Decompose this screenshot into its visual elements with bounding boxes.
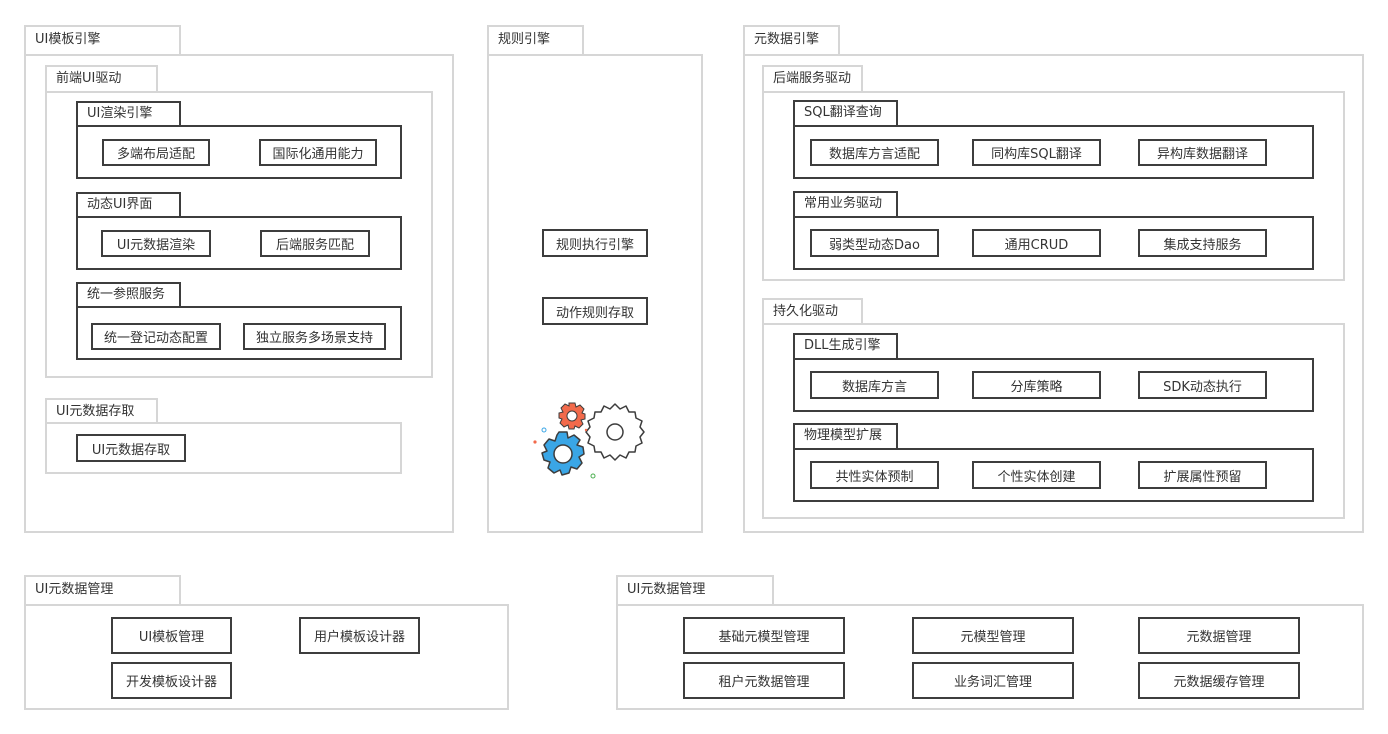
dynamic-ui-tab: 动态UI界面 bbox=[76, 192, 181, 218]
common-business-tab: 常用业务驱动 bbox=[793, 191, 898, 218]
ui-metadata-mgmt-left-panel bbox=[24, 604, 509, 710]
common-entity-item: 共性实体预制 bbox=[810, 461, 939, 489]
backend-service-driver-tab: 后端服务驱动 bbox=[762, 65, 863, 93]
unified-reference-tab: 统一参照服务 bbox=[76, 282, 181, 308]
custom-entity-item: 个性实体创建 bbox=[972, 461, 1101, 489]
green-dot-icon bbox=[590, 473, 596, 479]
frontend-ui-driver-tab: 前端UI驱动 bbox=[45, 65, 158, 93]
rule-engine-tab: 规则引擎 bbox=[487, 25, 584, 56]
homogeneous-sql-item: 同构库SQL翻译 bbox=[972, 139, 1101, 166]
ui-metadata-access-panel bbox=[45, 422, 402, 474]
blue-gear-icon bbox=[541, 431, 585, 476]
generic-crud-item: 通用CRUD bbox=[972, 229, 1101, 257]
ui-engine-tab: UI模板引擎 bbox=[24, 25, 181, 56]
unified-register-config-item: 统一登记动态配置 bbox=[91, 323, 221, 350]
user-template-designer-item: 用户模板设计器 bbox=[299, 617, 420, 654]
db-dialect-item: 数据库方言 bbox=[810, 371, 939, 399]
tenant-metadata-mgmt-item: 租户元数据管理 bbox=[683, 662, 845, 699]
db-dialect-adapt-item: 数据库方言适配 bbox=[810, 139, 939, 166]
base-metamodel-mgmt-item: 基础元模型管理 bbox=[683, 617, 845, 654]
sdk-dynamic-exec-item: SDK动态执行 bbox=[1138, 371, 1267, 399]
ui-metadata-access-item: UI元数据存取 bbox=[76, 434, 186, 462]
gears-icon bbox=[533, 402, 645, 479]
persistence-driver-tab: 持久化驱动 bbox=[762, 298, 863, 325]
ui-render-engine-tab: UI渲染引擎 bbox=[76, 101, 181, 127]
outline-gear-icon bbox=[585, 403, 645, 461]
rule-engine-panel bbox=[487, 54, 703, 533]
backend-service-match-item: 后端服务匹配 bbox=[260, 230, 370, 257]
blue-dot-icon bbox=[541, 427, 547, 433]
weak-type-dao-item: 弱类型动态Dao bbox=[810, 229, 939, 257]
rule-execution-engine-item: 规则执行引擎 bbox=[542, 229, 648, 257]
i18n-capability-item: 国际化通用能力 bbox=[259, 139, 377, 166]
small-dot-icon bbox=[584, 428, 588, 432]
ui-template-mgmt-item: UI模板管理 bbox=[111, 617, 232, 654]
integration-support-item: 集成支持服务 bbox=[1138, 229, 1267, 257]
ui-metadata-mgmt-left-tab: UI元数据管理 bbox=[24, 575, 181, 606]
independent-service-item: 独立服务多场景支持 bbox=[243, 323, 386, 350]
dev-template-designer-item: 开发模板设计器 bbox=[111, 662, 232, 699]
sql-translation-tab: SQL翻译查询 bbox=[793, 100, 898, 127]
red-dot-icon bbox=[533, 440, 537, 444]
physical-model-tab: 物理模型扩展 bbox=[793, 423, 898, 450]
multi-terminal-layout-item: 多端布局适配 bbox=[102, 139, 210, 166]
ui-metadata-access-tab: UI元数据存取 bbox=[45, 398, 158, 425]
action-rule-access-item: 动作规则存取 bbox=[542, 297, 648, 325]
metadata-engine-tab: 元数据引擎 bbox=[743, 25, 840, 56]
extend-attribute-item: 扩展属性预留 bbox=[1138, 461, 1267, 489]
sharding-strategy-item: 分库策略 bbox=[972, 371, 1101, 399]
red-gear-icon bbox=[558, 402, 586, 430]
metadata-mgmt-item: 元数据管理 bbox=[1138, 617, 1300, 654]
heterogeneous-data-item: 异构库数据翻译 bbox=[1138, 139, 1267, 166]
business-vocabulary-mgmt-item: 业务词汇管理 bbox=[912, 662, 1074, 699]
metadata-cache-mgmt-item: 元数据缓存管理 bbox=[1138, 662, 1300, 699]
ui-metadata-mgmt-right-tab: UI元数据管理 bbox=[616, 575, 774, 606]
dll-generation-tab: DLL生成引擎 bbox=[793, 333, 898, 360]
ui-metadata-render-item: UI元数据渲染 bbox=[101, 230, 211, 257]
metamodel-mgmt-item: 元模型管理 bbox=[912, 617, 1074, 654]
